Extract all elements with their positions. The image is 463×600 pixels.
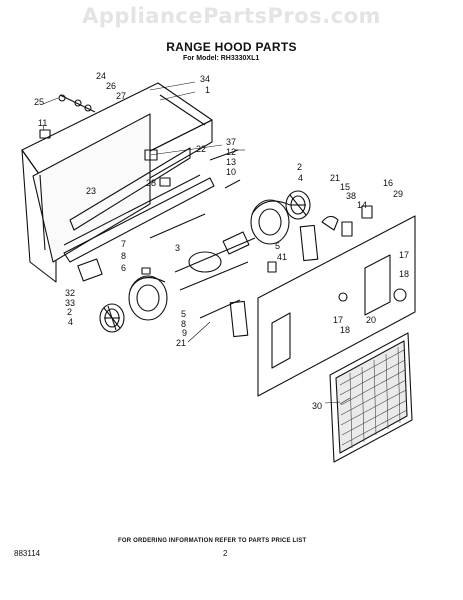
callout: 38 [346,191,356,201]
callout: 5 [181,309,186,319]
page-number: 2 [223,549,228,558]
callout: 12 [226,147,236,157]
callout: 17 [333,315,343,325]
callout: 21 [176,338,186,348]
callout: 34 [200,74,210,84]
blower-wheel-left [99,303,125,333]
callout: 3 [175,243,180,253]
callout: 4 [298,173,303,183]
callout: 28 [146,178,156,188]
callout: 25 [34,97,44,107]
grease-filter [329,332,413,463]
callout: 4 [68,317,73,327]
callout: 22 [196,144,206,154]
vent-cover [77,258,103,282]
ordering-footer: FOR ORDERING INFORMATION REFER TO PARTS … [118,538,307,544]
callout: 30 [312,401,322,411]
callout: 13 [226,157,236,167]
callout: 2 [67,307,72,317]
bracket-21 [299,224,319,262]
rod-7 [149,213,206,239]
callout: 20 [366,315,376,325]
callout: 32 [65,288,75,298]
terminal-11 [39,129,51,139]
callout: 16 [383,178,393,188]
callout: 33 [65,298,75,308]
motor-assembly [174,231,256,291]
callout: 21 [330,173,340,183]
callout: 15 [340,182,350,192]
callout: 18 [340,325,350,335]
callout: 7 [121,239,126,249]
callout: 41 [277,252,287,262]
callout: 10 [226,167,236,177]
screw-37 [209,149,239,161]
front-panel [257,215,416,397]
model-line: For Model: RH3330XL1 [183,55,260,62]
callout: 29 [393,189,403,199]
callout: 8 [121,251,126,261]
blower-housing-right [250,199,291,245]
blower-wheel-right [285,190,311,220]
callout: 37 [226,137,236,147]
callout: 14 [357,200,367,210]
callout: 17 [399,250,409,260]
page-title: RANGE HOOD PARTS [166,40,297,54]
callout: 26 [106,81,116,91]
callout: 24 [96,71,106,81]
filter-mesh [339,346,408,449]
callout: 8 [181,319,186,329]
hood-housing [21,82,215,283]
callout: 5 [275,241,280,251]
callout: 2 [297,162,302,172]
callout: 11 [38,118,47,128]
callout: 27 [116,91,126,101]
watermark: AppliancePartsPros.com [82,4,381,28]
callout: 1 [205,85,210,95]
callout: 18 [399,269,409,279]
callout-labels: 24 26 27 25 11 34 1 37 12 13 10 22 28 23… [34,71,409,411]
document-code: 883114 [14,549,41,558]
callout: 9 [182,328,187,338]
callout: 6 [121,263,126,273]
callout: 23 [86,186,96,196]
blower-housing-left [128,275,168,321]
